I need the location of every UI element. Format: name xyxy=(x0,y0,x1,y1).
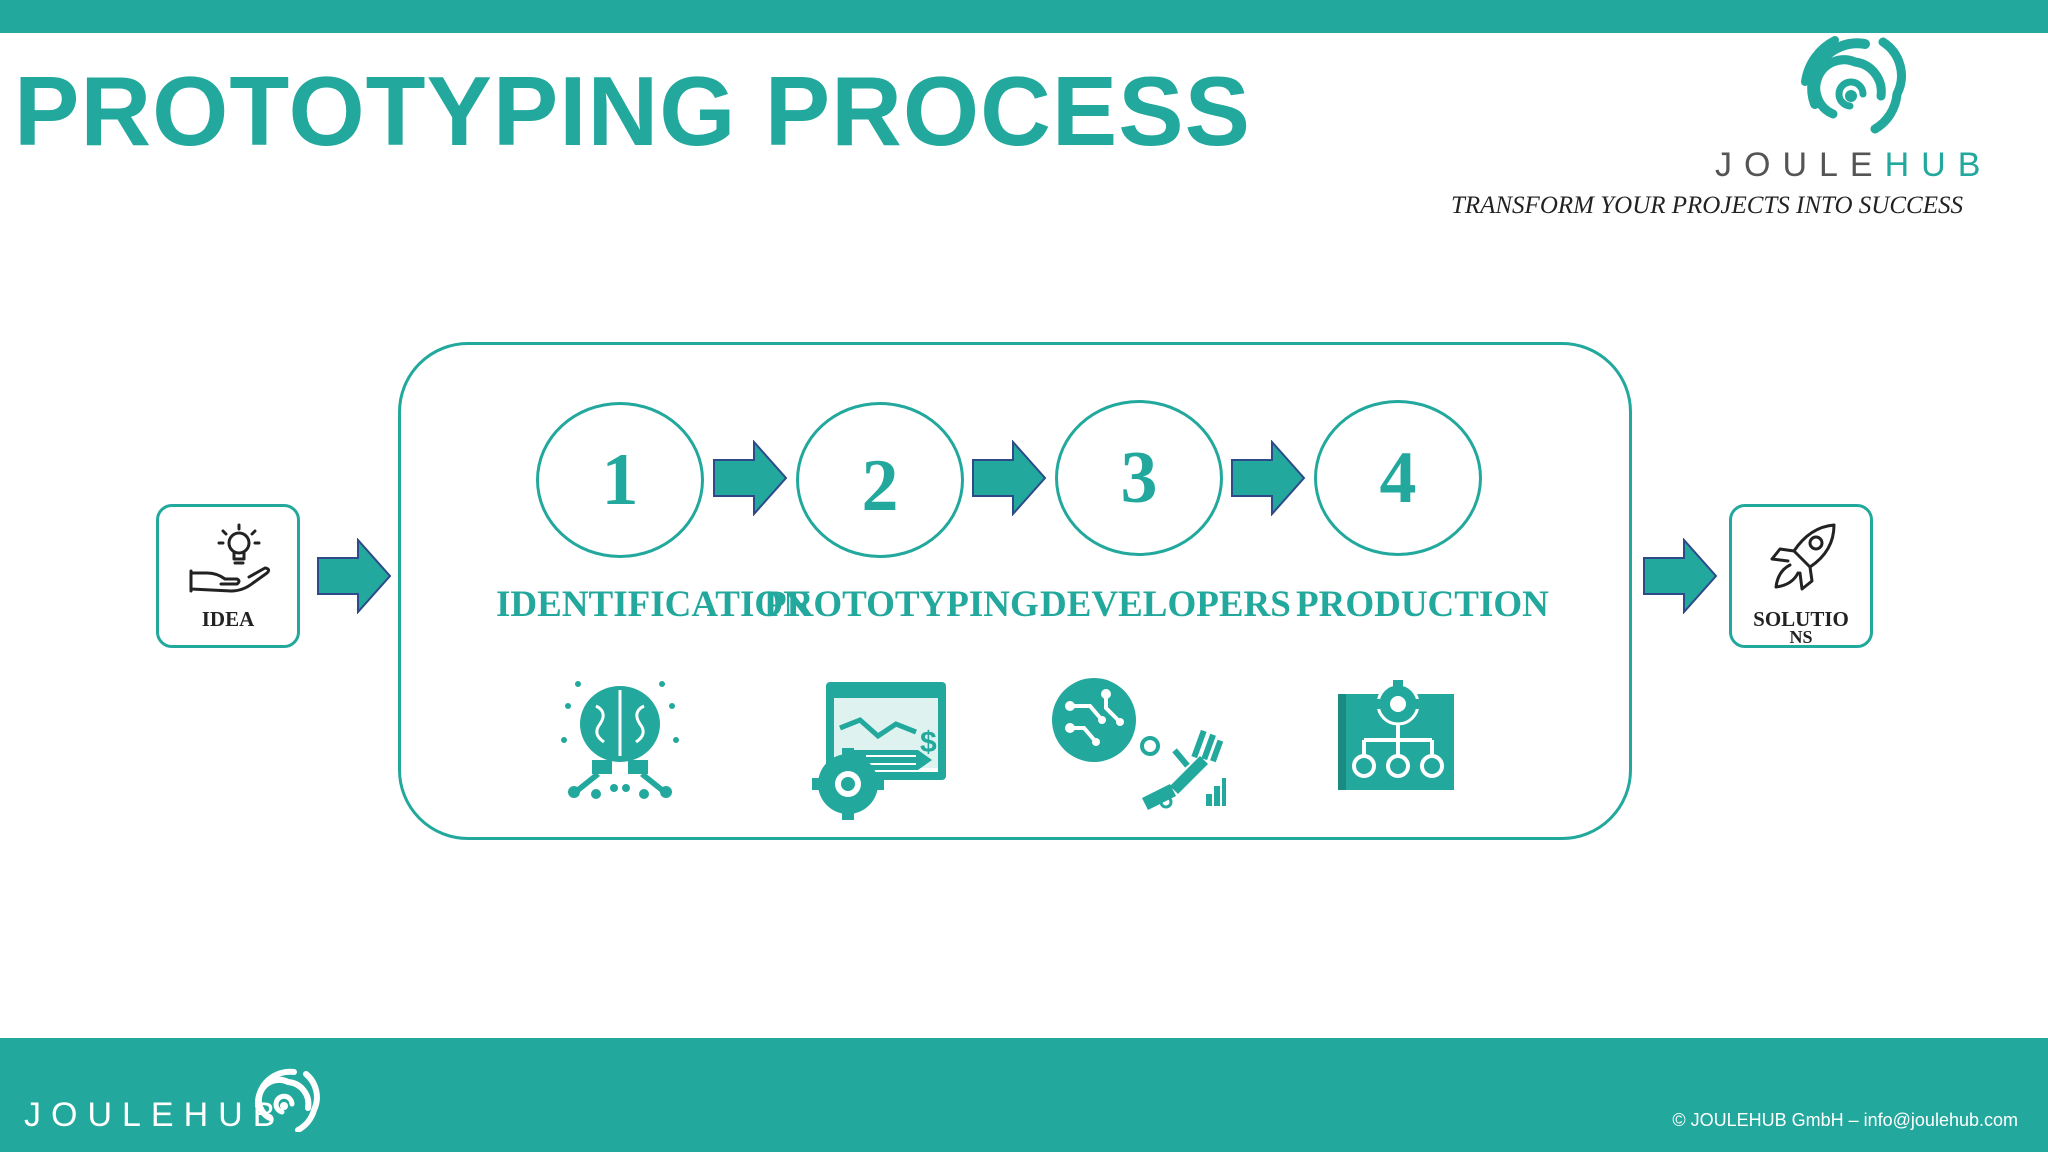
arrow-right-icon xyxy=(972,440,1047,516)
solutions-box: SOLUTIO NS xyxy=(1729,504,1873,648)
circuit-robot-hand-icon xyxy=(1052,678,1226,810)
page-title: PROTOTYPING PROCESS xyxy=(14,56,1251,166)
step-number-1: 1 xyxy=(601,439,639,521)
step-label-2: PROTOTYPING xyxy=(764,584,1039,625)
gear-hierarchy-icon xyxy=(1338,680,1454,790)
process-container xyxy=(398,342,1632,840)
svg-text:$: $ xyxy=(920,726,937,759)
hand-lightbulb-icon xyxy=(189,523,271,593)
logo-word-joule: JOULE xyxy=(1715,146,1885,184)
top-bar xyxy=(0,0,2048,33)
step-number-2: 2 xyxy=(861,445,899,527)
step-number-3: 3 xyxy=(1120,437,1158,519)
footer-brand: JOULEHUB xyxy=(24,1096,286,1134)
analytics-gear-icon: $ xyxy=(812,682,946,820)
arrow-right-icon xyxy=(713,440,788,516)
brain-icon xyxy=(561,681,679,799)
arrow-right-icon xyxy=(1643,538,1718,614)
footer-copyright: © JOULEHUB GmbH – info@joulehub.com xyxy=(1672,1110,2018,1130)
swirl-logo-icon xyxy=(1801,36,1906,134)
arrow-right-icon xyxy=(317,538,392,614)
rocket-icon xyxy=(1770,523,1836,591)
step-number-4: 4 xyxy=(1379,437,1417,519)
solutions-label-line1: SOLUTIO xyxy=(1753,607,1849,631)
step-circle-3: 3 xyxy=(1055,400,1223,556)
brand-logo: JOULEHUB xyxy=(1715,34,1985,184)
step-circle-1: 1 xyxy=(536,402,704,558)
arrow-right-icon xyxy=(1231,440,1306,516)
idea-box: IDEA xyxy=(156,504,300,648)
step-circle-4: 4 xyxy=(1314,400,1482,556)
step-circle-2: 2 xyxy=(796,402,964,558)
logo-word-hub: HUB xyxy=(1884,146,1993,184)
footer-swirl-logo-icon xyxy=(254,1068,320,1132)
tagline: TRANSFORM YOUR PROJECTS INTO SUCCESS xyxy=(1450,192,1963,219)
logo-wordmark: JOULEHUB xyxy=(1715,146,1985,185)
solutions-label-line2: NS xyxy=(1789,627,1813,647)
step-label-1: IDENTIFICATION xyxy=(496,584,810,625)
idea-label: IDEA xyxy=(201,607,255,631)
footer-bar xyxy=(0,1038,2048,1152)
step-label-4: PRODUCTION xyxy=(1296,584,1549,625)
step-label-3: DEVELOPERS xyxy=(1040,584,1291,625)
